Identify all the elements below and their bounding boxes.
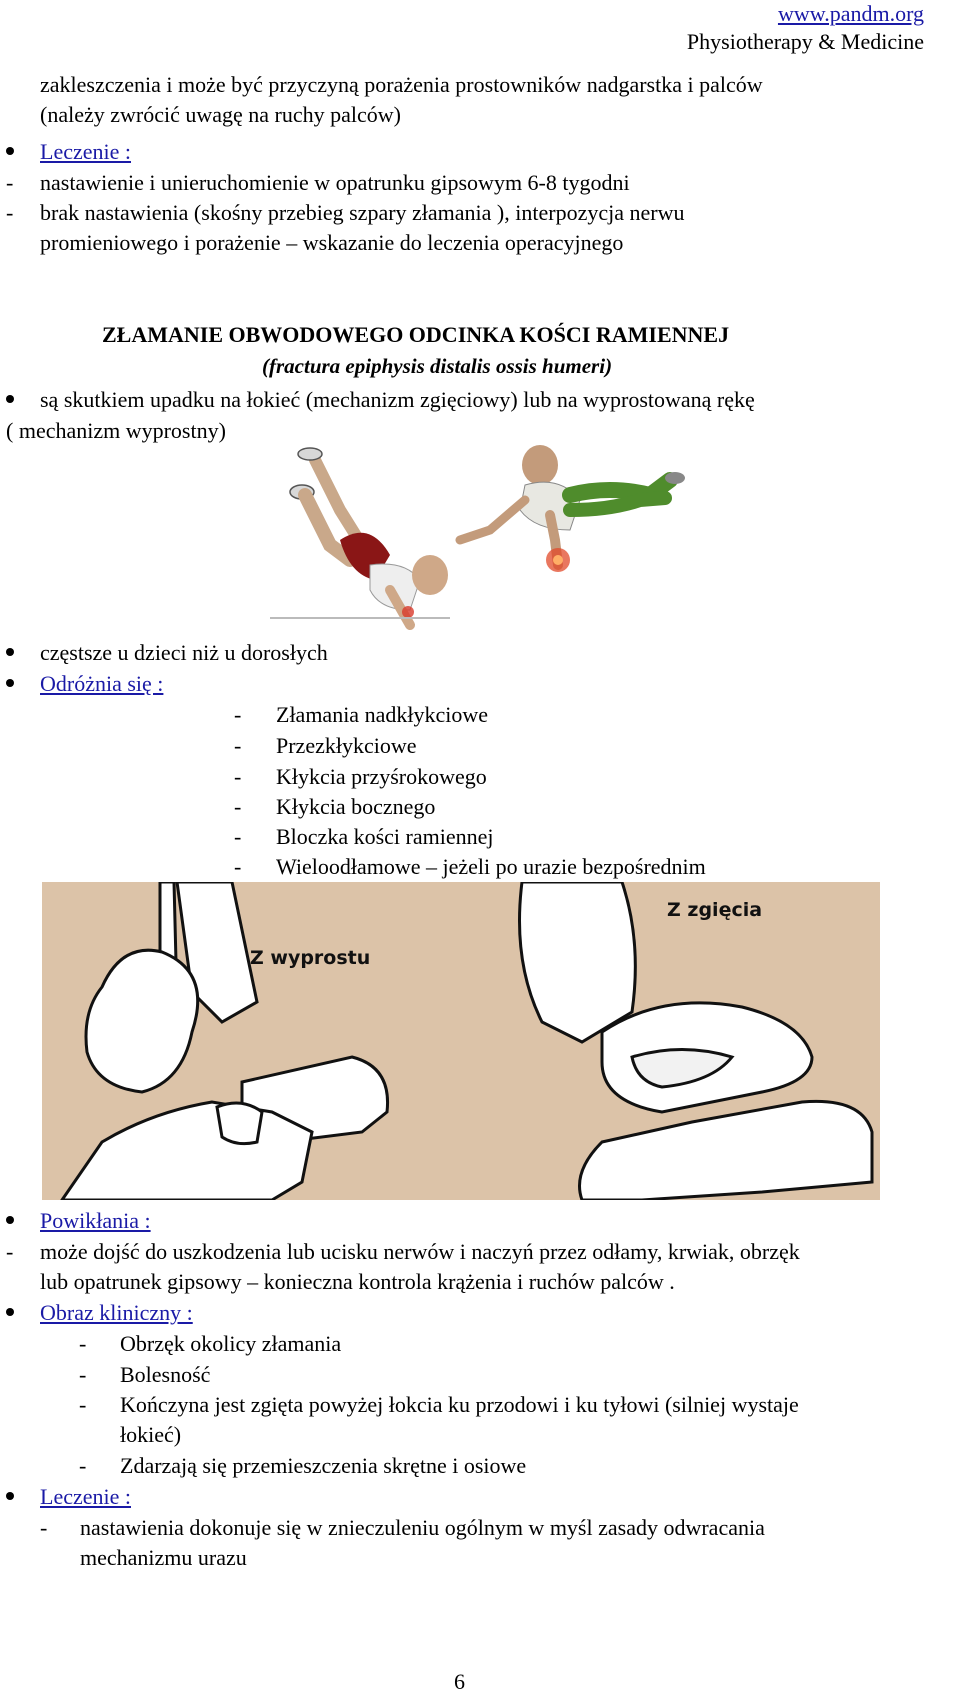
clinical-heading[interactable]: Obraz kliniczny :	[40, 1300, 193, 1325]
fig-label-flexion: Z zgięcia	[667, 899, 762, 921]
falling-illustration	[270, 445, 685, 630]
type-item: Przezkłykciowe	[276, 733, 417, 758]
clinical-item-3b: łokieć)	[120, 1422, 182, 1447]
bullet-icon	[6, 1492, 14, 1500]
complications-heading[interactable]: Powikłania :	[40, 1208, 151, 1233]
type-item: Złamania nadkłykciowe	[276, 702, 488, 727]
page-number: 6	[454, 1669, 465, 1694]
dash-marker: -	[234, 854, 242, 879]
subtitle-open: (	[262, 354, 269, 378]
dash-marker: -	[6, 170, 14, 195]
site-url-link[interactable]: www.pandm.org	[777, 1, 924, 26]
dash-marker: -	[234, 702, 242, 727]
treatment-heading[interactable]: Leczenie :	[40, 139, 131, 164]
section-subtitle: (fractura epiphysis distalis ossis humer…	[262, 354, 612, 379]
cause-line-2: ( mechanizm wyprostny)	[6, 418, 226, 443]
dash-marker: -	[79, 1362, 87, 1387]
bullet-icon	[6, 679, 14, 687]
falling-person-figure	[270, 447, 450, 630]
dash-marker: -	[234, 794, 242, 819]
type-item: Kłykcia przyśrokowego	[276, 764, 487, 789]
dash-marker: -	[40, 1515, 48, 1540]
clinical-item-1: Obrzęk okolicy złamania	[120, 1331, 342, 1356]
bullet-icon	[6, 147, 14, 155]
treatment-heading-2[interactable]: Leczenie :	[40, 1484, 131, 1509]
treatment2-line-2: mechanizmu urazu	[80, 1545, 247, 1570]
intro-line-1: zakleszczenia i może być przyczyną poraż…	[40, 72, 763, 97]
type-item: Bloczka kości ramiennej	[276, 824, 494, 849]
complications-line-2: lub opatrunek gipsowy – konieczna kontro…	[40, 1269, 675, 1294]
flexion-fracture-bones	[518, 882, 874, 1200]
bullet-icon	[6, 395, 14, 403]
dash-marker: -	[234, 733, 242, 758]
dash-marker: -	[234, 824, 242, 849]
type-item: Wieloodłamowe – jeżeli po urazie bezpośr…	[276, 854, 706, 879]
bullet-icon	[6, 1216, 14, 1224]
treatment2-line-1: nastawienia dokonuje się w znieczuleniu …	[80, 1515, 765, 1540]
fracture-diagram: Z wyprostu Z zgięcia	[42, 882, 880, 1200]
outstretched-hand-figure	[455, 445, 685, 572]
treatment-item-2a: brak nastawienia (skośny przebieg szpary…	[40, 200, 685, 225]
bullet-icon	[6, 648, 14, 656]
type-item: Kłykcia bocznego	[276, 794, 436, 819]
extension-fracture-bones	[60, 882, 390, 1200]
treatment-item-2b: promieniowego i porażenie – wskazanie do…	[40, 230, 624, 255]
frequency-text: częstsze u dzieci niż u dorosłych	[40, 640, 328, 665]
section-title: ZŁAMANIE OBWODOWEGO ODCINKA KOŚCI RAMIEN…	[102, 322, 730, 347]
bullet-icon	[6, 1308, 14, 1316]
dash-marker: -	[79, 1392, 87, 1417]
header: www.pandm.org Physiotherapy & Medicine	[687, 0, 924, 56]
dash-marker: -	[6, 1239, 14, 1264]
dash-marker: -	[6, 200, 14, 225]
dash-marker: -	[234, 764, 242, 789]
dash-marker: -	[79, 1453, 87, 1478]
complications-line-1: może dojść do uszkodzenia lub ucisku ner…	[40, 1239, 800, 1264]
site-name: Physiotherapy & Medicine	[686, 29, 924, 54]
fig-label-extension: Z wyprostu	[250, 947, 370, 969]
clinical-item-3a: Kończyna jest zgięta powyżej łokcia ku p…	[120, 1392, 799, 1417]
types-heading[interactable]: Odróżnia się :	[40, 671, 164, 696]
clinical-item-2: Bolesność	[120, 1362, 211, 1387]
cause-line-1: są skutkiem upadku na łokieć (mechanizm …	[40, 387, 755, 412]
dash-marker: -	[79, 1331, 87, 1356]
subtitle-latin: fractura epiphysis distalis ossis humeri	[269, 354, 606, 378]
intro-line-2: (należy zwrócić uwagę na ruchy palców)	[40, 102, 401, 127]
treatment-item-1: nastawienie i unieruchomienie w opatrunk…	[40, 170, 630, 195]
clinical-item-4: Zdarzają się przemieszczenia skrętne i o…	[120, 1453, 527, 1478]
subtitle-close: )	[605, 354, 613, 378]
